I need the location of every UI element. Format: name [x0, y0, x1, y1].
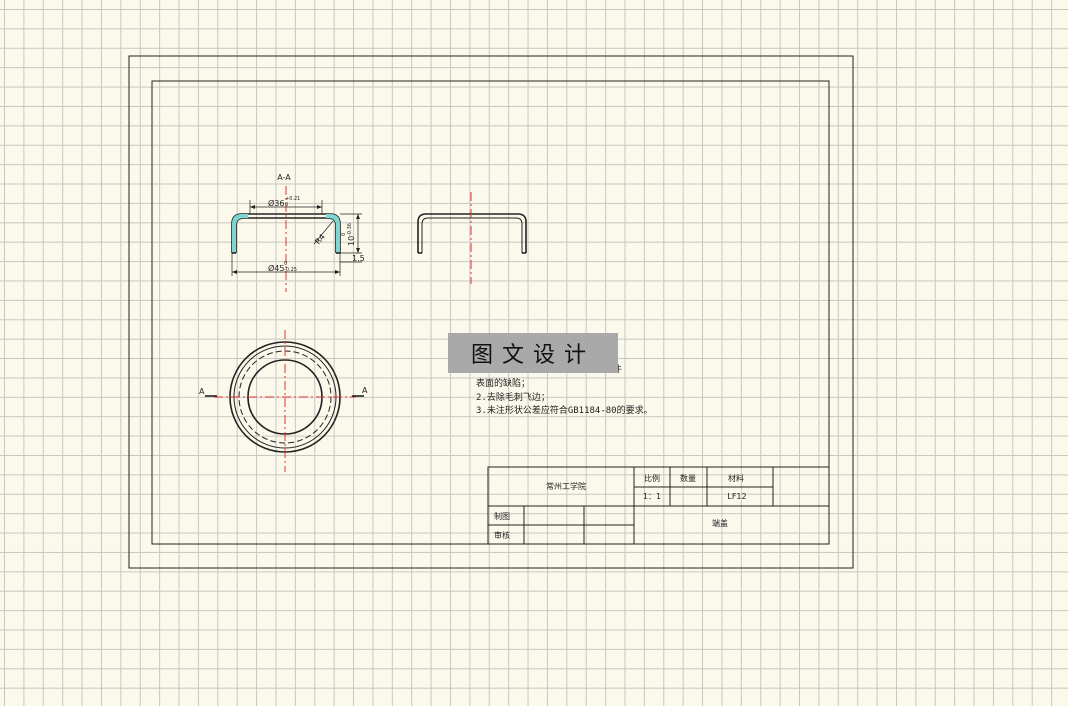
- dim-height: 10: [347, 236, 356, 246]
- section-fill-left: [232, 214, 248, 253]
- plan-view: A A: [199, 330, 368, 472]
- outer-frame: [128, 55, 854, 569]
- scale-label: 比例: [644, 473, 660, 483]
- watermark-text: 图文设计: [471, 343, 595, 368]
- quantity-label: 数量: [680, 473, 696, 483]
- material-value: LF12: [727, 492, 746, 501]
- scale-value: 1：1: [643, 492, 661, 501]
- dim-thickness: 1.5: [352, 254, 365, 263]
- side-view: [417, 192, 527, 284]
- cup-inner-right: [325, 217, 337, 253]
- section-view: A-A Ø36 +0.21 0 R4 10 0 -0.36: [231, 173, 365, 292]
- dim-outer-tol-upper: 0: [284, 261, 287, 267]
- side-inner: [421, 217, 523, 253]
- section-fill-right: [326, 214, 340, 253]
- title-block: 常州工学院 比例 数量 材料 1：1 LF12 制图 审核 端盖: [487, 466, 830, 545]
- dim-height-tol-lower: -0.36: [347, 223, 353, 236]
- note-line-3: 2.去除毛刺飞边；: [476, 391, 550, 403]
- dim-inner-tol-upper: +0.21: [285, 196, 300, 202]
- dim-inner-diameter: Ø36: [268, 198, 284, 208]
- radius-leader: [313, 220, 334, 245]
- cup-inner-left: [235, 217, 250, 253]
- material-label: 材料: [728, 473, 744, 483]
- note-line-4: 3.未注形状公差应符合GB1184-80的要求。: [476, 404, 653, 416]
- dim-inner-tol-lower: 0: [285, 202, 288, 208]
- school-name: 常州工学院: [546, 481, 586, 491]
- section-label: A-A: [277, 173, 291, 182]
- dim-outer-tol-lower: -0.25: [284, 267, 297, 273]
- watermark: 图文设计: [448, 333, 618, 373]
- watermark-box: [448, 333, 618, 373]
- dim-outer-diameter: Ø45: [268, 263, 284, 273]
- side-outer: [417, 213, 527, 253]
- part-name: 端盖: [712, 518, 728, 528]
- cut-label-left: A: [199, 387, 205, 396]
- dim-radius: R4: [313, 232, 327, 246]
- cut-label-right: A: [362, 386, 368, 395]
- dim-height-tol-upper: 0: [341, 233, 347, 236]
- note-line-2: 表面的缺陷；: [476, 377, 530, 389]
- checked-label: 审核: [494, 530, 510, 540]
- drawn-label: 制图: [494, 511, 510, 521]
